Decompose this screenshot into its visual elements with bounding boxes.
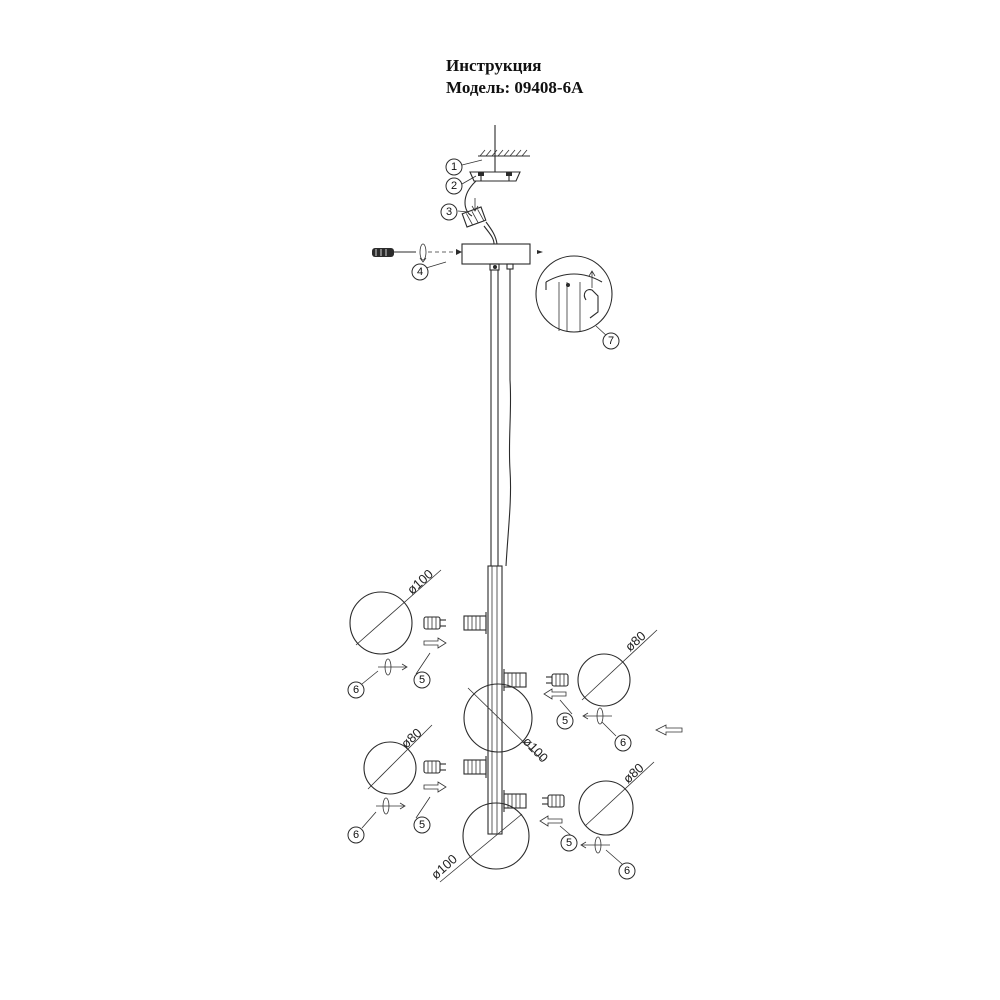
ceiling (478, 125, 530, 172)
arrow-right-icon (423, 637, 447, 649)
screwdriver-icon (372, 248, 416, 257)
lamp-wire-1 (485, 221, 498, 245)
callout-5: 5 (556, 712, 574, 730)
dimension-label: ø80 (620, 760, 647, 786)
callout-6: 6 (347, 681, 365, 699)
arrow-left-icon (655, 724, 683, 736)
callout-6: 6 (618, 862, 636, 880)
dimension-label: ø80 (398, 725, 425, 751)
svg-text:3: 3 (446, 206, 452, 218)
callout-3: 3 (440, 203, 458, 221)
bulb-right-1 (546, 673, 569, 687)
callout-2: 2 (445, 177, 463, 195)
callout-5: 5 (560, 834, 578, 852)
svg-text:2: 2 (451, 180, 457, 192)
callout-5: 5 (413, 816, 431, 834)
svg-text:1: 1 (451, 161, 457, 173)
rotate-arrow-icon (419, 243, 427, 263)
svg-text:7: 7 (608, 335, 614, 347)
socket-holder-3 (463, 756, 487, 778)
globe-lower-left (363, 724, 433, 795)
rotate-arrow-icon (376, 797, 406, 815)
socket-holder-4 (503, 790, 527, 812)
svg-text:6: 6 (353, 829, 359, 841)
svg-text:5: 5 (566, 837, 572, 849)
dimension-label: ø100 (404, 566, 436, 597)
svg-text:5: 5 (562, 715, 568, 727)
dimension-label: ø80 (622, 628, 649, 654)
globe-bottom-center (439, 802, 530, 883)
callout-7: 7 (602, 332, 620, 350)
svg-text:5: 5 (419, 819, 425, 831)
arrow-right-icon (423, 781, 447, 793)
bulb-lower-left (423, 760, 446, 774)
suspension-rod (490, 270, 499, 567)
bulb-right-2 (542, 794, 565, 808)
canopy (461, 243, 531, 271)
down-arrow-icon (471, 198, 479, 212)
rotate-arrow-icon (378, 658, 408, 676)
arrow-left-icon (543, 688, 567, 700)
svg-text:5: 5 (419, 674, 425, 686)
dimension-label: ø100 (428, 851, 460, 882)
svg-text:6: 6 (624, 865, 630, 877)
arrow-left-icon (539, 815, 563, 827)
dimension-label: ø100 (520, 734, 551, 766)
globe-center-middle (463, 683, 543, 761)
terminal-block (461, 206, 487, 228)
globe-upper-left (349, 569, 442, 655)
mounting-bracket (469, 171, 521, 182)
bulb-upper-left (423, 616, 446, 630)
instruction-title: Инструкция (446, 56, 542, 75)
model-number: Модель: 09408-6A (446, 78, 584, 97)
socket-holder-1 (463, 612, 487, 634)
svg-text:6: 6 (620, 737, 626, 749)
callout-5: 5 (413, 671, 431, 689)
screw-icon (456, 249, 462, 255)
callout-4: 4 (411, 263, 429, 281)
lamp-wire-2 (483, 225, 495, 245)
callout-1: 1 (445, 158, 463, 176)
direction-arrow-icon (537, 250, 543, 254)
globe-lower-right (578, 761, 655, 836)
svg-text:6: 6 (353, 684, 359, 696)
callout-6: 6 (347, 826, 365, 844)
supply-wire (464, 180, 477, 217)
fixture-body (487, 565, 503, 835)
rotate-arrow-icon (582, 707, 612, 725)
socket-holder-2 (503, 669, 527, 691)
power-cable (505, 269, 512, 567)
globe-upper-right (577, 629, 658, 707)
callout-6: 6 (614, 734, 632, 752)
svg-text:4: 4 (417, 266, 423, 278)
rotate-arrow-icon (580, 836, 610, 854)
detail-view-adjust-cable (535, 255, 613, 333)
